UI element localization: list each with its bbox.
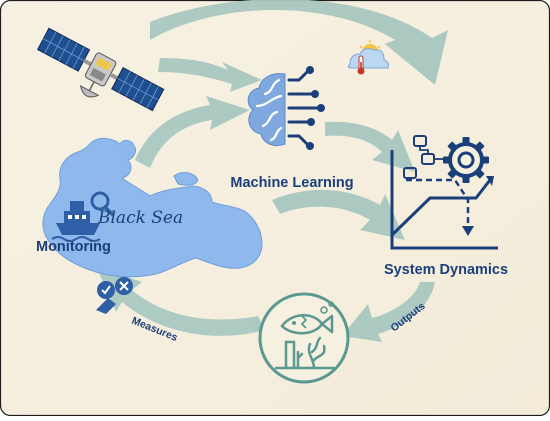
ship-monitoring-icon xyxy=(51,191,114,242)
check-cross-measures-icon xyxy=(96,277,133,314)
black-sea-map xyxy=(42,137,263,278)
satellite-dish xyxy=(79,84,100,98)
circuit-half xyxy=(287,70,319,146)
arrow-measures xyxy=(96,266,265,336)
solar-panel-left xyxy=(36,27,91,72)
brain-half xyxy=(247,73,286,147)
arrow-sea-to-ml xyxy=(135,96,250,168)
fish-seaweed-icon xyxy=(258,292,350,384)
arrow-satellite-to-system-dynamics xyxy=(150,0,448,85)
black-sea-inlet xyxy=(173,172,199,186)
brain-circuit-icon xyxy=(247,66,325,150)
arrow-outputs xyxy=(342,282,435,342)
machine-learning-label: Machine Learning xyxy=(230,175,353,191)
chart-axes xyxy=(390,150,498,250)
arrow-sea-to-system-dynamics xyxy=(272,189,405,240)
gear-icon xyxy=(443,137,489,183)
satellite-icon xyxy=(36,27,165,112)
arrow-satellite-to-ml xyxy=(158,58,262,92)
monitoring-label: Monitoring xyxy=(36,239,111,255)
gear-flow-chart-icon xyxy=(390,135,498,250)
system-dynamics-label: System Dynamics xyxy=(384,262,508,278)
solar-panel-right xyxy=(111,67,165,112)
weather-temperature-icon xyxy=(347,40,389,75)
black-sea-label: Black Sea xyxy=(97,208,183,228)
